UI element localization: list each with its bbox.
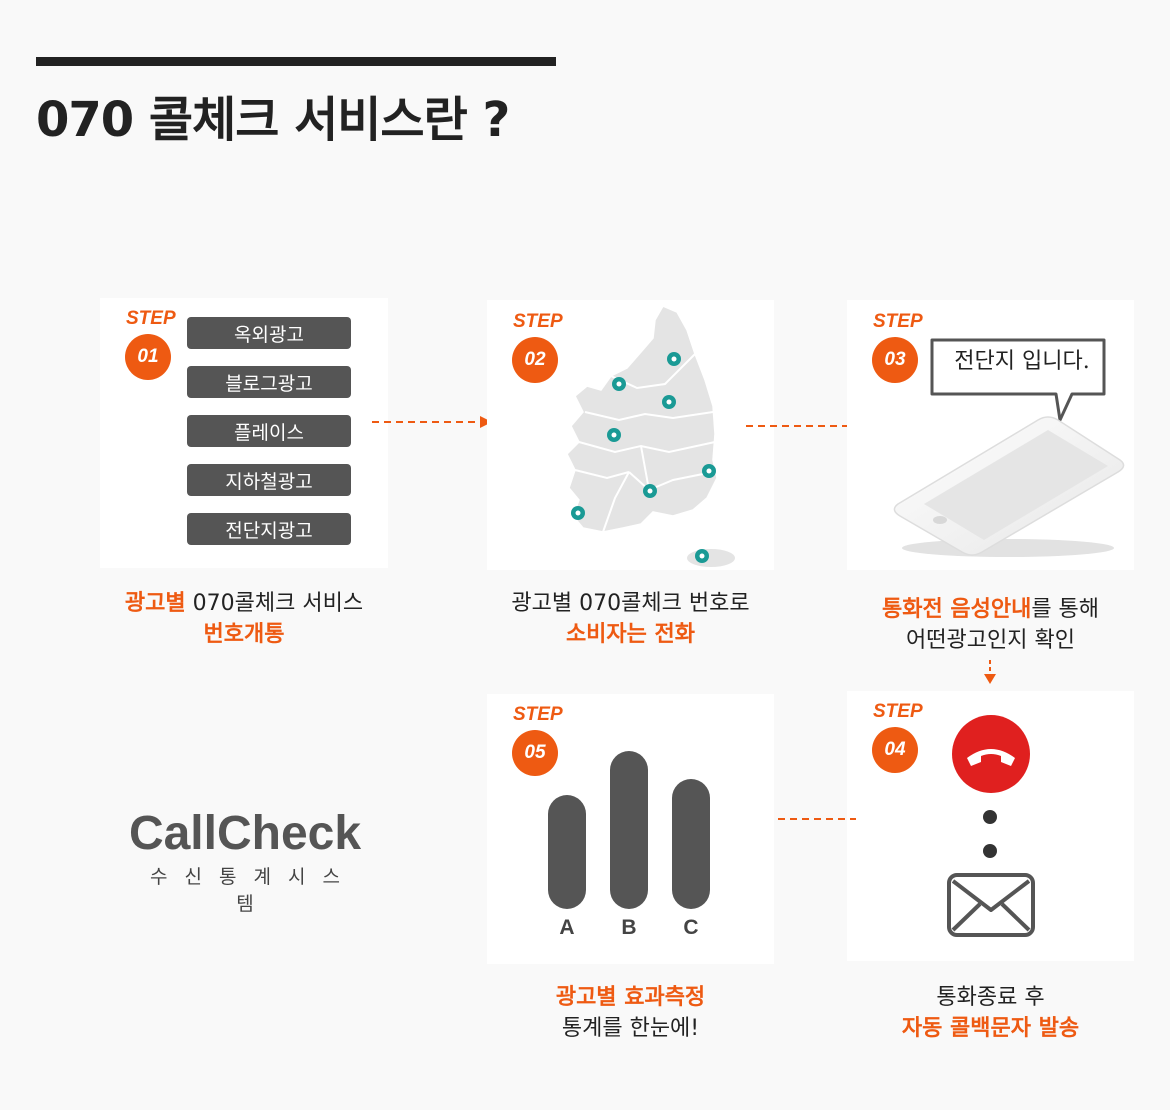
step-04-badge: 04 (872, 727, 918, 773)
arrow-down-icon (984, 660, 996, 684)
ad-type-blog: 블로그광고 (187, 366, 351, 398)
ad-type-flyer: 전단지광고 (187, 513, 351, 545)
korea-map (566, 305, 735, 567)
step-04-caption: 통화종료 후 자동 콜백문자 발송 (847, 982, 1134, 1044)
brand-name: CallCheck (128, 807, 362, 860)
brand-logo: CallCheck 수신통계시스템 (116, 808, 374, 916)
step-02-caption-line2: 소비자는 전화 (565, 622, 696, 647)
ad-type-place: 플레이스 (187, 415, 351, 447)
envelope-icon (947, 873, 1035, 937)
phone-hangup-icon (952, 715, 1030, 793)
step-01-caption: 광고별 070콜체크 서비스 번호개통 (100, 588, 388, 650)
step-02-caption-line1: 광고별 070콜체크 번호로 (511, 591, 750, 616)
chart-bar-c (672, 779, 710, 909)
step-01-caption-line2: 번호개통 (203, 622, 285, 647)
arrow-right-icon (372, 416, 492, 428)
smartphone-icon (893, 416, 1125, 557)
page-title: 070 콜체크 서비스란 ? (36, 92, 510, 148)
step-02-badge: 02 (512, 337, 558, 383)
step-01-badge: 01 (125, 334, 171, 380)
step-01-label: STEP (126, 308, 176, 329)
step-03-caption-highlight: 통화전 음성안내 (881, 597, 1032, 622)
chart-label-b: B (621, 916, 637, 939)
ad-type-subway: 지하철광고 (187, 464, 351, 496)
title-bar-decoration (36, 57, 556, 66)
step-04-caption-line2: 자동 콜백문자 발송 (901, 1016, 1080, 1041)
progress-dot (983, 810, 997, 824)
chart-label-c: C (683, 916, 699, 939)
step-03-label: STEP (873, 311, 923, 332)
step-01-caption-text: 070콜체크 서비스 (185, 591, 364, 616)
step-02-label: STEP (513, 311, 563, 332)
step-04-label: STEP (873, 701, 923, 722)
step-03-badge: 03 (872, 337, 918, 383)
step-02-caption: 광고별 070콜체크 번호로 소비자는 전화 (487, 588, 774, 650)
ad-type-outdoor: 옥외광고 (187, 317, 351, 349)
speech-bubble-text: 전단지 입니다. (954, 349, 1090, 374)
step-03-caption: 통화전 음성안내를 통해 어떤광고인지 확인 (847, 594, 1134, 656)
step-03-caption-text: 를 통해 (1031, 597, 1100, 622)
step-05-badge: 05 (512, 730, 558, 776)
chart-bar-b (610, 751, 648, 909)
step-04-caption-line1: 통화종료 후 (936, 985, 1045, 1010)
step-05-caption: 광고별 효과측정 통계를 한눈에! (487, 982, 774, 1044)
step-01-caption-highlight: 광고별 (124, 591, 186, 616)
brand-subtitle: 수신통계시스템 (150, 866, 357, 915)
step-03-caption-line2: 어떤광고인지 확인 (906, 628, 1075, 653)
chart-bar-a (548, 795, 586, 909)
step-05-caption-line1: 광고별 효과측정 (555, 985, 706, 1010)
chart-label-a: A (559, 916, 575, 939)
step-05-label: STEP (513, 704, 563, 725)
step-05-caption-line2: 통계를 한눈에! (561, 1016, 700, 1041)
speech-bubble-icon (930, 338, 1106, 422)
progress-dot (983, 844, 997, 858)
